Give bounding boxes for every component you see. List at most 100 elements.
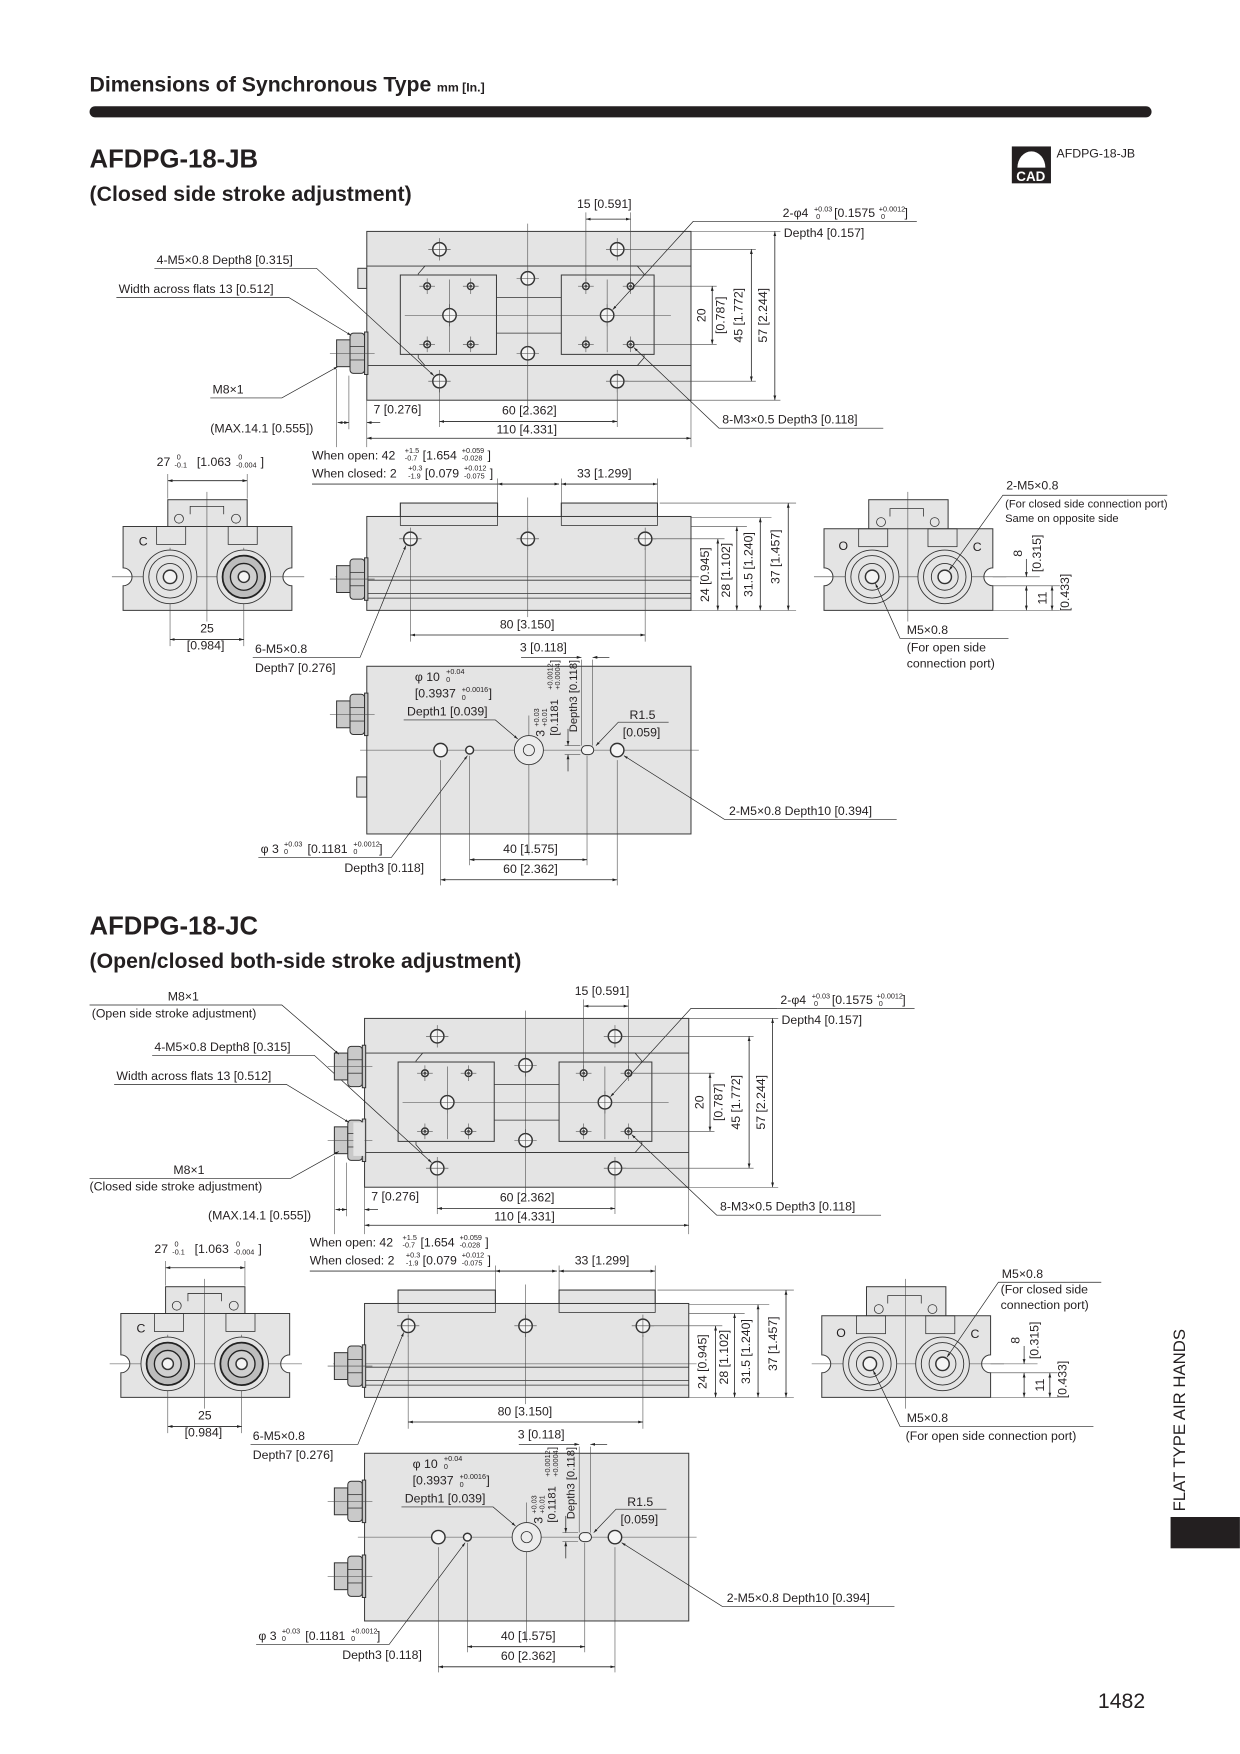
svg-text:27: 27 — [157, 455, 171, 469]
svg-text:When open: 42: When open: 42 — [312, 448, 395, 462]
svg-text:]: ] — [489, 687, 492, 701]
svg-text:-1.9: -1.9 — [408, 471, 421, 480]
page-number: 1482 — [1098, 1689, 1145, 1713]
label-m8: M8×1 — [213, 383, 244, 397]
dim-11: 11 — [1035, 592, 1049, 605]
right-end-view: O C — [813, 491, 1007, 622]
cad-download-link[interactable]: CAD AFDPG-18-JB — [1011, 146, 1135, 184]
label-port-open-note2: connection port) — [907, 656, 995, 670]
svg-text:3: 3 — [534, 730, 548, 737]
svg-text:0: 0 — [353, 847, 357, 856]
label-port-closed-note2: Same on opposite side — [1005, 513, 1119, 525]
dim-25-inch: [0.984] — [187, 639, 225, 653]
open-side-adjuster-nut-bottom — [327, 1554, 373, 1598]
dim-stroke-open: When open: 42 +1.5-0.7 [1.654 +0.059-0.0… — [312, 446, 491, 463]
svg-text:φ 10: φ 10 — [415, 670, 440, 684]
svg-text:]: ] — [261, 455, 264, 469]
label-m8-closed: M8×1 — [173, 1163, 204, 1177]
dim-31-5: 31.5 [1.240] — [741, 532, 755, 597]
label-port-closed: 2-M5×0.8 — [1006, 479, 1058, 493]
svg-text:]: ] — [490, 466, 493, 480]
model-subtitle-jb: (Closed side stroke adjustment) — [90, 182, 412, 206]
dim-20: 20 — [695, 308, 709, 322]
svg-text:+0.0004: +0.0004 — [553, 663, 562, 689]
svg-text:+0.03: +0.03 — [284, 839, 302, 848]
label-port-open-jc: M5×0.8 — [907, 1411, 948, 1425]
dim-57: 57 [2.244] — [756, 288, 770, 343]
open-side-adjuster-nut — [327, 1044, 373, 1089]
label-port-closed-note2-jc: connection port) — [1001, 1298, 1089, 1312]
dim-40: 40 [1.575] — [503, 842, 558, 856]
label-6-m5: 6-M5×0.8 — [255, 642, 307, 656]
label-port-closed-note: (For closed side connection port) — [1005, 499, 1168, 511]
dim-33: 33 [1.299] — [577, 466, 632, 480]
adjuster-nut-side — [329, 557, 376, 601]
label-m5-depth10: 2-M5×0.8 Depth10 [0.394] — [729, 804, 872, 818]
svg-text:+0.04: +0.04 — [446, 667, 464, 676]
svg-text:0: 0 — [177, 452, 181, 461]
svg-text:[0.3937: [0.3937 — [415, 687, 456, 701]
label-m8-open-note: (Open side stroke adjustment) — [92, 1006, 257, 1020]
svg-text:-0.1: -0.1 — [175, 460, 188, 469]
units-label: mm [In.] — [437, 81, 485, 95]
label-c-right: C — [973, 540, 982, 554]
model-subtitle-jc: (Open/closed both-side stroke adjustment… — [90, 949, 522, 973]
svg-text:0: 0 — [462, 693, 466, 702]
adjuster-nut-bottom — [329, 692, 376, 737]
dim-8-inch: [0.315] — [1030, 535, 1044, 573]
svg-text:+0.03: +0.03 — [814, 204, 832, 213]
label-m8-closed-note: (Closed side stroke adjustment) — [90, 1180, 263, 1194]
svg-text:0: 0 — [816, 212, 820, 221]
dim-depth4: Depth4 [0.157] — [784, 226, 865, 240]
svg-text:+0.0012: +0.0012 — [545, 663, 554, 689]
svg-text:[0.1575: [0.1575 — [834, 206, 875, 220]
svg-text:-0.075: -0.075 — [464, 471, 485, 480]
svg-text:+0.0012: +0.0012 — [353, 839, 379, 848]
jc-specific-labels: M8×1 (Open side stroke adjustment) M8×1 … — [90, 990, 1102, 1443]
dim-7: 7 [0.276] — [374, 403, 422, 417]
side-view — [329, 497, 699, 618]
svg-text:[0.1181: [0.1181 — [308, 842, 348, 856]
label-m8-open: M8×1 — [168, 990, 199, 1004]
dim-45: 45 [1.772] — [731, 288, 745, 343]
dim-15: 15 [0.591] — [577, 197, 632, 211]
dim-24: 24 [0.945] — [698, 547, 712, 602]
label-depth3: Depth3 [0.118] — [344, 861, 424, 875]
dim-8: 8 — [1011, 550, 1025, 557]
dim-11-inch: [0.433] — [1058, 574, 1072, 612]
cad-disc-icon — [1017, 151, 1046, 168]
jc-specific — [140, 1044, 373, 1598]
svg-text:]: ] — [379, 842, 382, 856]
side-tab-marker — [1170, 1517, 1240, 1549]
svg-text:[0.079: [0.079 — [425, 466, 459, 480]
drawing-jc — [110, 984, 1070, 1672]
svg-text:2-φ4: 2-φ4 — [783, 206, 809, 220]
svg-text:+1.5: +1.5 — [405, 446, 419, 455]
label-m5-depth8: 4-M5×0.8 Depth8 [0.315] — [157, 253, 293, 267]
svg-text:]: ] — [549, 660, 561, 663]
svg-text:+0.059: +0.059 — [462, 446, 484, 455]
label-m3-depth3: 8-M3×0.5 Depth3 [0.118] — [722, 413, 857, 427]
label-depth1: Depth1 [0.039] — [407, 704, 488, 718]
label-r1-5: R1.5 — [630, 708, 656, 722]
dim-stroke-closed: When closed: 2 +0.3-1.9 [0.079 +0.012-0.… — [312, 464, 493, 481]
svg-text:[1.063: [1.063 — [197, 455, 231, 469]
svg-text:φ 3: φ 3 — [261, 842, 279, 856]
svg-text:0: 0 — [446, 675, 450, 684]
dim-3: 3 [0.118] — [520, 641, 567, 655]
svg-text:Depth3 [0.118]: Depth3 [0.118] — [568, 660, 580, 732]
label-o: O — [839, 539, 849, 553]
svg-text:[1.654: [1.654 — [423, 448, 457, 462]
cad-icon-text: CAD — [1016, 169, 1045, 184]
dim-60-top: 60 [2.362] — [502, 404, 557, 418]
svg-text:-0.004: -0.004 — [236, 460, 257, 469]
label-port-closed-jc: M5×0.8 — [1002, 1267, 1043, 1281]
svg-text:0: 0 — [881, 212, 885, 221]
svg-text:+0.012: +0.012 — [464, 464, 486, 473]
dim-37: 37 [1.457] — [768, 529, 782, 584]
dim-28: 28 [1.102] — [719, 543, 733, 598]
